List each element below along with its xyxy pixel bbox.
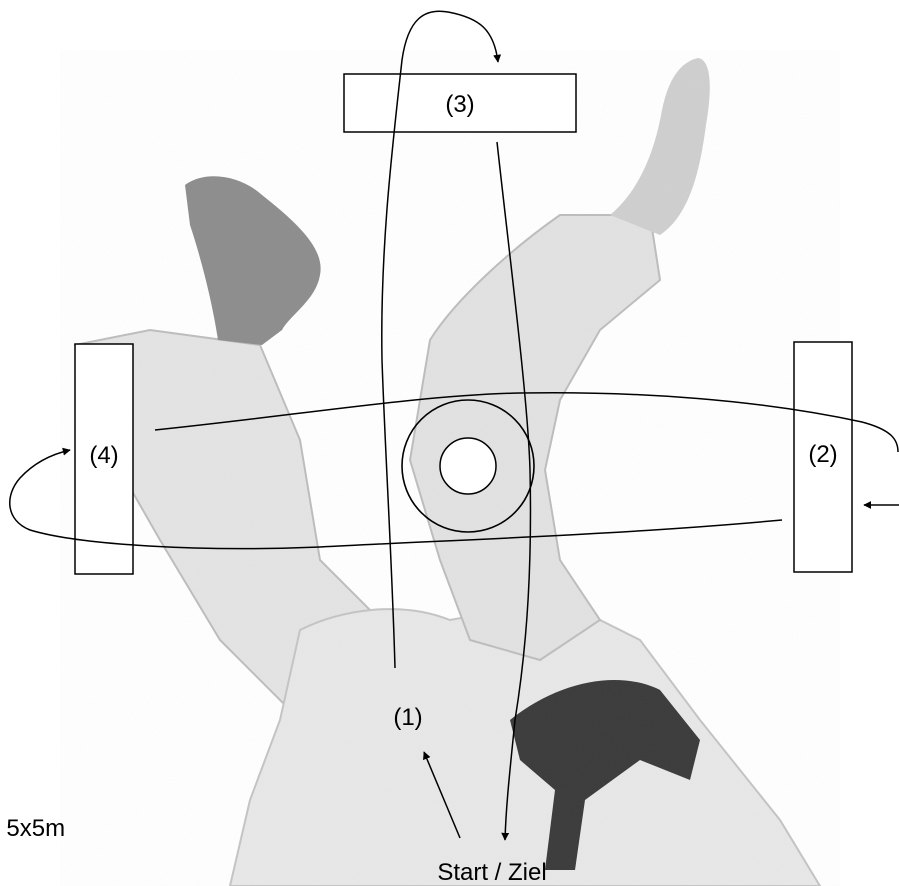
center-inner-circle: [440, 438, 496, 494]
station-label-2: (2): [808, 441, 837, 468]
start-finish-label: Start / Ziel: [437, 859, 546, 886]
station-label-4: (4): [89, 442, 118, 469]
station-label-3: (3): [445, 91, 474, 118]
setup-size-label: Aufbau: 5x5m: [0, 815, 65, 842]
station-label-1: (1): [393, 704, 422, 731]
